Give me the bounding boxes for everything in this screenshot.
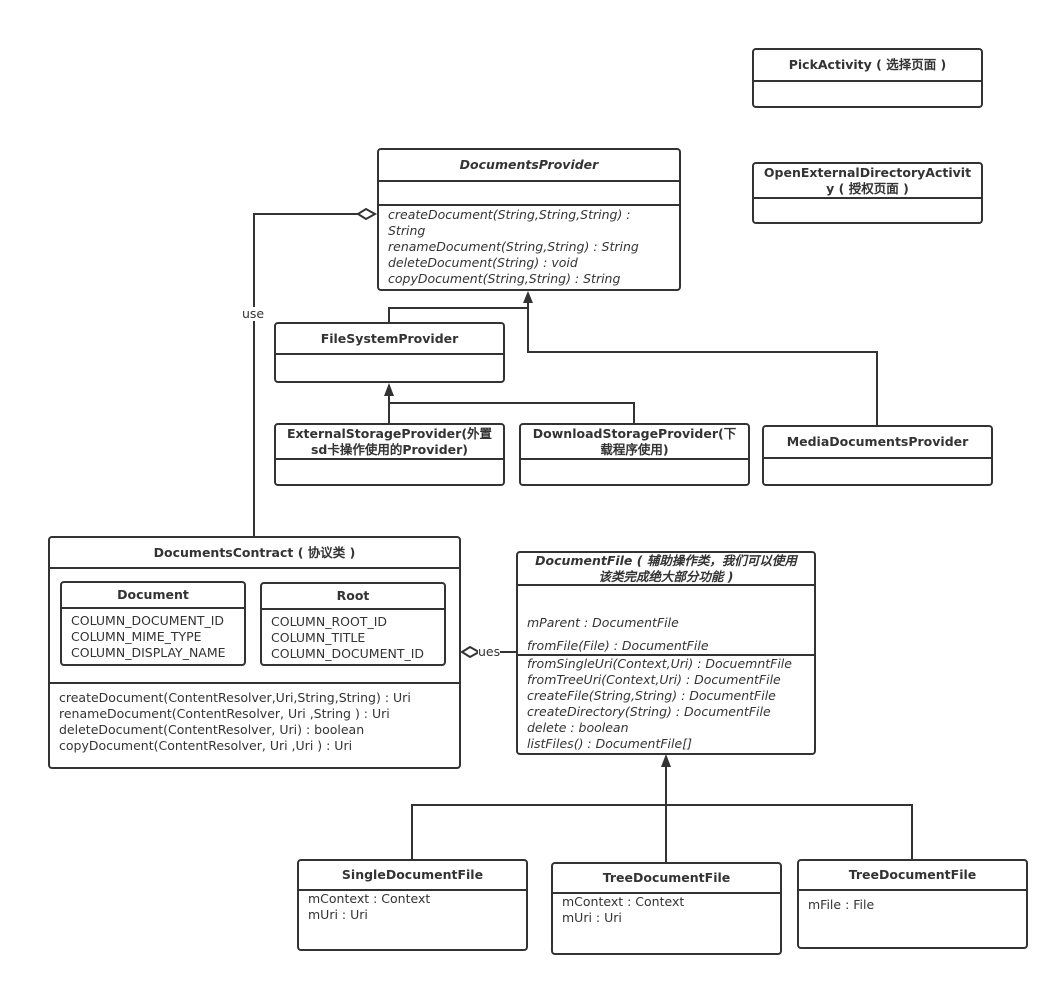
class-document[interactable]: Document COLUMN_DOCUMENT_ID COLUMN_MIME_… [60, 581, 246, 666]
class-name: DocumentFile ( 辅助操作类，我们可以使用 该类完成绝大部分功能 ) [518, 553, 814, 586]
method: fromTreeUri(Context,Uri) : DocumentFile [527, 672, 781, 687]
class-name-line: y ( 授权页面 ) [826, 180, 909, 196]
method: listFiles() : DocumentFile[] [527, 736, 692, 751]
method: createFile(String,String) : DocumentFile [527, 688, 776, 703]
class-name: OpenExternalDirectoryActivit y ( 授权页面 ) [754, 164, 981, 199]
class-name: TreeDocumentFile [553, 864, 780, 894]
class-name-line: ExternalStorageProvider(外置 [286, 425, 493, 441]
ues-label: ues [478, 644, 501, 659]
class-tree-document-file-2[interactable]: TreeDocumentFile mFile : File [797, 859, 1028, 949]
inherit-arrow [523, 291, 533, 303]
filesystem-inherit-line [388, 302, 529, 322]
method: renameDocument(ContentResolver, Uri ,Str… [59, 706, 390, 721]
single-inherit-line [411, 804, 913, 859]
class-name-line: 该类完成绝大部分功能 ) [598, 568, 734, 584]
method: copyDocument(String,String) : String [388, 271, 621, 286]
method: delete : boolean [527, 720, 629, 735]
class-file-system-provider[interactable]: FileSystemProvider [274, 322, 505, 383]
aggregation-diamond [356, 207, 378, 221]
method: String [388, 223, 426, 238]
field: COLUMN_MIME_TYPE [71, 629, 202, 644]
class-name: PickActivity ( 选择页面 ) [754, 50, 981, 82]
attributes-section: mFile : File [799, 891, 1026, 924]
class-open-external-directory-activity[interactable]: OpenExternalDirectoryActivit y ( 授权页面 ) [752, 162, 983, 224]
class-name: FileSystemProvider [276, 324, 503, 355]
class-tree-document-file[interactable]: TreeDocumentFile mContext : Context mUri… [551, 862, 782, 955]
class-name: Root [262, 584, 444, 610]
field: COLUMN_DOCUMENT_ID [71, 613, 225, 628]
field: COLUMN_TITLE [271, 630, 366, 645]
class-media-documents-provider[interactable]: MediaDocumentsProvider [762, 425, 993, 486]
use-label: use [242, 306, 265, 321]
inherit-arrow [384, 383, 394, 396]
class-name-line: DocumentFile ( 辅助操作类，我们可以使用 [535, 552, 797, 568]
attributes-section [379, 182, 679, 206]
download-inherit-line [389, 402, 635, 423]
class-documents-contract[interactable]: DocumentsContract ( 协议类 ) Document COLUM… [48, 536, 461, 769]
use-association-line [253, 213, 360, 536]
method: createDirectory(String) : DocumentFile [527, 704, 771, 719]
class-name: DocumentsProvider [379, 150, 679, 182]
class-document-file[interactable]: DocumentFile ( 辅助操作类，我们可以使用 该类完成绝大部分功能 )… [516, 551, 816, 755]
method: copyDocument(ContentResolver, Uri ,Uri )… [59, 738, 353, 753]
field: mContext : Context [308, 891, 431, 906]
field: mUri : Uri [308, 907, 368, 922]
methods-section: fromSingleUri(Context,Uri) : DocuemntFil… [518, 656, 814, 753]
class-name: SingleDocumentFile [299, 861, 526, 891]
class-pick-activity[interactable]: PickActivity ( 选择页面 ) [752, 48, 983, 108]
methods-section: createDocument(String,String,String) : S… [379, 206, 679, 289]
class-name-line: 载程序使用) [600, 441, 669, 457]
class-name-line: DownloadStorageProvider(下 [532, 425, 737, 441]
class-name: DownloadStorageProvider(下 载程序使用) [521, 425, 748, 460]
field: COLUMN_ROOT_ID [271, 614, 388, 629]
method: deleteDocument(String) : void [388, 255, 578, 270]
class-name: Document [62, 583, 244, 609]
method: deleteDocument(ContentResolver, Uri) : b… [59, 722, 365, 737]
aggregation-diamond [460, 645, 482, 659]
method: fromSingleUri(Context,Uri) : DocuemntFil… [527, 656, 792, 671]
methods-section: createDocument(ContentResolver,Uri,Strin… [50, 684, 459, 756]
class-name: DocumentsContract ( 协议类 ) [50, 538, 459, 569]
class-name-line: sd卡操作使用的Provider) [310, 441, 469, 457]
field: COLUMN_DOCUMENT_ID [271, 646, 425, 661]
field: mParent : DocumentFile [527, 615, 679, 630]
method: createDocument(String,String,String) : [388, 207, 631, 222]
media-inherit-line [527, 308, 878, 425]
class-root[interactable]: Root COLUMN_ROOT_ID COLUMN_TITLE COLUMN_… [260, 582, 446, 666]
method: createDocument(ContentResolver,Uri,Strin… [59, 690, 411, 705]
inherit-arrow [661, 754, 671, 767]
attributes-section: mParent : DocumentFile fromFile(File) : … [518, 586, 814, 656]
nested-classes-section: Document COLUMN_DOCUMENT_ID COLUMN_MIME_… [50, 569, 459, 684]
class-name: TreeDocumentFile [799, 861, 1026, 891]
field: mFile : File [808, 897, 875, 912]
class-external-storage-provider[interactable]: ExternalStorageProvider(外置 sd卡操作使用的Provi… [274, 423, 505, 486]
field: mContext : Context [562, 894, 685, 909]
field: fromFile(File) : DocumentFile [527, 638, 709, 653]
class-name: MediaDocumentsProvider [764, 427, 991, 459]
class-name: ExternalStorageProvider(外置 sd卡操作使用的Provi… [276, 425, 503, 460]
method: renameDocument(String,String) : String [388, 239, 639, 254]
field: COLUMN_DISPLAY_NAME [71, 645, 226, 660]
class-single-document-file[interactable]: SingleDocumentFile mContext : Context mU… [297, 859, 528, 951]
attributes-section: mContext : Context mUri : Uri [553, 894, 780, 930]
class-documents-provider[interactable]: DocumentsProvider createDocument(String,… [377, 148, 681, 291]
class-name-line: OpenExternalDirectoryActivit [763, 164, 972, 180]
field: mUri : Uri [562, 910, 622, 925]
class-download-storage-provider[interactable]: DownloadStorageProvider(下 载程序使用) [519, 423, 750, 486]
attributes-section: mContext : Context mUri : Uri [299, 891, 526, 927]
